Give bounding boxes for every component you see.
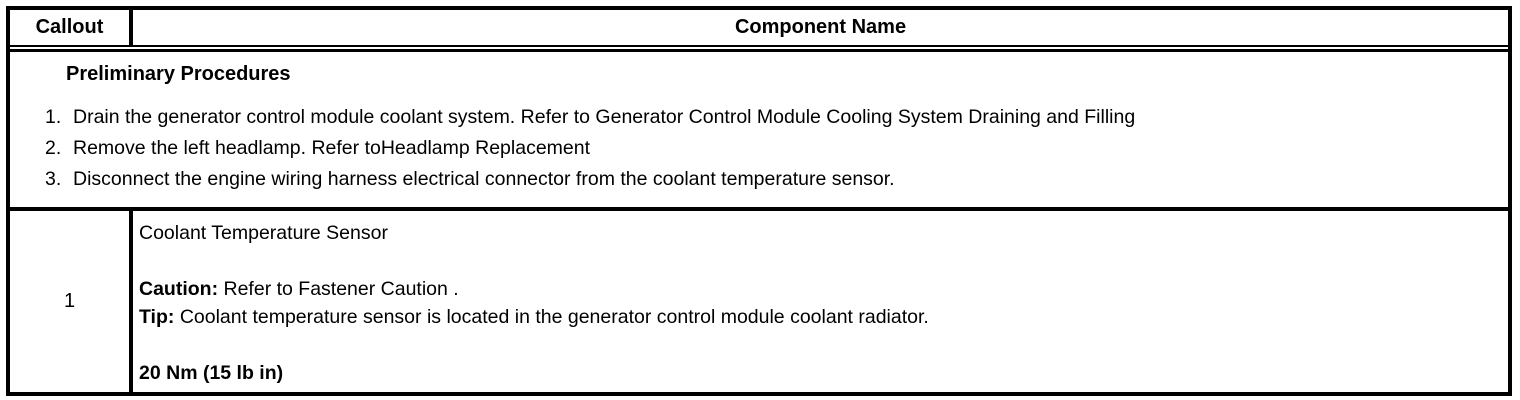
- procedure-step: 1. Drain the generator control module co…: [10, 102, 1508, 133]
- torque-spec: 20 Nm (15 lb in): [139, 362, 284, 384]
- preliminary-procedures-section: Preliminary Procedures 1. Drain the gene…: [10, 49, 1508, 209]
- spacer: [139, 247, 1498, 275]
- callout-column-header: Callout: [10, 10, 133, 45]
- preliminary-procedures-title: Preliminary Procedures: [66, 63, 291, 85]
- component-callout-table: Callout Component Name Preliminary Proce…: [6, 6, 1512, 396]
- table-row: 1 Coolant Temperature Sensor Caution: Re…: [10, 209, 1508, 392]
- step-text: Disconnect the engine wiring harness ele…: [73, 168, 895, 190]
- component-description-cell: Coolant Temperature Sensor Caution: Refe…: [133, 211, 1508, 392]
- table-header-row: Callout Component Name: [10, 10, 1508, 47]
- caution-label: Caution:: [139, 278, 219, 300]
- procedure-step-list: 1. Drain the generator control module co…: [10, 102, 1508, 195]
- procedure-step: 2. Remove the left headlamp. Refer toHea…: [10, 133, 1508, 164]
- caution-text: Refer to Fastener Caution .: [223, 278, 459, 300]
- step-number: 3.: [45, 168, 62, 190]
- tip-text: Coolant temperature sensor is located in…: [179, 306, 929, 328]
- callout-number: 1: [10, 211, 133, 392]
- spacer: [139, 331, 1498, 359]
- step-text: Remove the left headlamp. Refer toHeadla…: [73, 137, 591, 159]
- step-number: 2.: [45, 137, 62, 159]
- caution-note: Caution: Refer to Fastener Caution .: [139, 275, 1498, 303]
- step-number: 1.: [45, 106, 62, 128]
- component-name: Coolant Temperature Sensor: [139, 222, 388, 244]
- tip-label: Tip:: [139, 306, 175, 328]
- step-text: Drain the generator control module coola…: [73, 106, 1136, 128]
- procedure-step: 3. Disconnect the engine wiring harness …: [10, 164, 1508, 195]
- component-name-column-header: Component Name: [734, 16, 907, 38]
- tip-note: Tip: Coolant temperature sensor is locat…: [139, 303, 1498, 331]
